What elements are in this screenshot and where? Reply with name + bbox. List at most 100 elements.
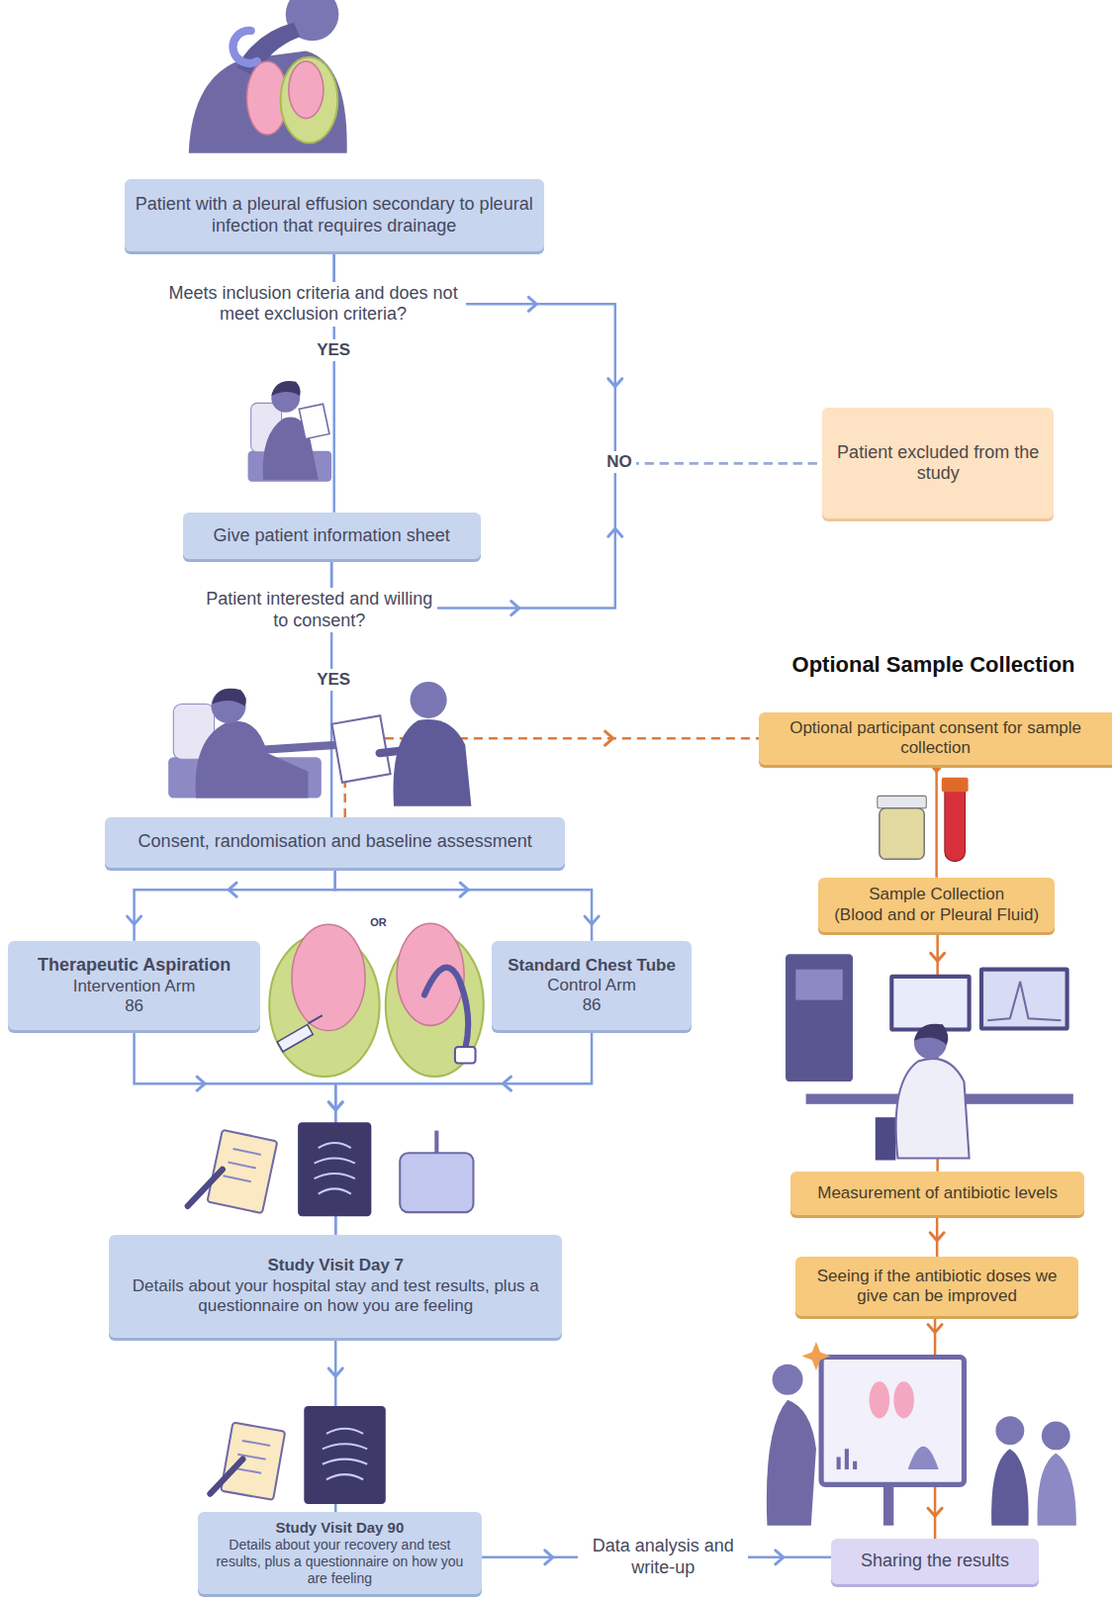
analyser-panel [795,969,842,1001]
exclusion-box: Patient excluded from the study [822,407,1054,518]
arm-box: Therapeutic AspirationIntervention Arm86 [7,940,261,1031]
scientist-hair [914,1023,948,1045]
patient-torso [188,51,348,154]
arrow-chevron [328,1368,343,1377]
information-sheet [298,403,330,439]
connector-dashed-line [615,462,823,465]
listener-body [1037,1452,1077,1525]
pen [187,1169,223,1206]
board-curve [908,1446,939,1470]
drainage-bag [399,1152,473,1212]
flow-connector [335,867,599,941]
chair [875,1116,897,1160]
box-title: Study Visit Day 7 [267,1255,404,1276]
arrow-chevron [196,1076,205,1091]
questionnaire-lines [233,1439,272,1474]
coughing-patient-illustration [188,0,348,154]
flow-connector [929,762,944,877]
tube-dressing [455,1046,476,1063]
aspiration-syringe [277,1024,313,1052]
chest-tube [424,967,468,1049]
flow-connector [127,867,336,941]
arrow-chevron [460,882,468,897]
connector-line [934,764,938,878]
connector-dashed-line [615,462,823,465]
box-text: Control Arm [547,975,637,996]
box-text: Measurement of antibiotic levels [817,1183,1058,1204]
box-text: Details about your hospital stay and tes… [116,1276,555,1317]
branch-label: YES [312,668,355,691]
connector-line [134,867,336,941]
day90-icons [209,1405,385,1504]
arrow-chevron [127,916,142,925]
questionnaire [220,1422,285,1500]
box-title: Sample Collection [868,884,1005,905]
section-heading: Optional Sample Collection [792,651,1076,678]
box-text: Optional participant consent for sample … [766,718,1105,759]
box-title: Therapeutic Aspiration [37,954,231,977]
presentation-illustration [766,1341,1077,1526]
box-text: (Blood and or Pleural Fluid) [834,905,1039,926]
arrow-chevron [927,1507,942,1516]
connector-line [335,867,592,941]
sparkle [802,1341,832,1371]
x-ray-ribs [314,1142,356,1195]
drainage-bag-tube [434,1130,439,1154]
decision-question: Meets inclusion criteria and does not me… [160,281,466,327]
listener-body [991,1448,1028,1525]
box-title: Study Visit Day 90 [275,1518,404,1537]
arrow-chevron [929,762,944,771]
arm-count: 86 [124,996,144,1017]
branch-label: NO [602,451,637,473]
chromatogram-peak [987,981,1061,1020]
patient-head [210,688,246,724]
arrow-chevron [545,1550,554,1565]
box-text: Seeing if the antibiotic doses we give c… [803,1266,1071,1307]
doctor-head [410,681,448,719]
doctor-arm [379,749,409,753]
box-title: Standard Chest Tube [507,955,676,976]
visit-box: Study Visit Day 7Details about your hosp… [108,1234,562,1338]
patient-hair [211,688,246,707]
presenter-body [766,1399,817,1526]
illustration-label: OR [370,916,387,929]
arrow-chevron [503,1076,512,1091]
sample-step-box: Optional participant consent for sample … [758,712,1112,765]
chest-x-ray [297,1121,371,1216]
pen [209,1459,243,1494]
scientist-body [896,1058,970,1159]
blood-tube-cap [941,777,969,792]
box-text: Details about your recovery and test res… [205,1536,474,1586]
specimen-jar [879,808,925,860]
box-text: Sharing the results [860,1550,1010,1573]
arrow-chevron [927,1324,942,1333]
drainage-options-illustration [269,923,484,1077]
process-box: Give patient information sheet [183,512,481,559]
patient-reading-illustration [248,380,333,482]
edge-label: Data analysis and write-up [577,1534,748,1579]
arrow-chevron [328,1102,343,1111]
connector-line [335,1029,592,1234]
arrow-chevron [528,296,537,311]
monitor-screen [893,978,967,1027]
sample-step-box: Seeing if the antibiotic doses we give c… [795,1256,1079,1316]
flow-connector [929,1214,944,1257]
box-text: Intervention Arm [73,976,196,997]
arm-box: Standard Chest TubeControl Arm86 [491,940,692,1031]
box-text: Consent, randomisation and baseline asse… [138,831,533,853]
right-lung [288,61,324,119]
monitor-screen [983,971,1065,1027]
presentation-board [821,1357,964,1485]
monitor [979,967,1070,1031]
arrow-chevron [608,528,623,537]
arrow-chevron [605,731,614,745]
branch-label: YES [312,339,355,362]
board-lung [869,1381,891,1418]
patient-hair [271,380,300,396]
patient-arm [260,744,337,750]
board-lung [893,1381,915,1418]
process-box: Consent, randomisation and baseline asse… [104,817,565,868]
arrow-chevron [930,952,945,961]
patient-body [195,721,309,799]
